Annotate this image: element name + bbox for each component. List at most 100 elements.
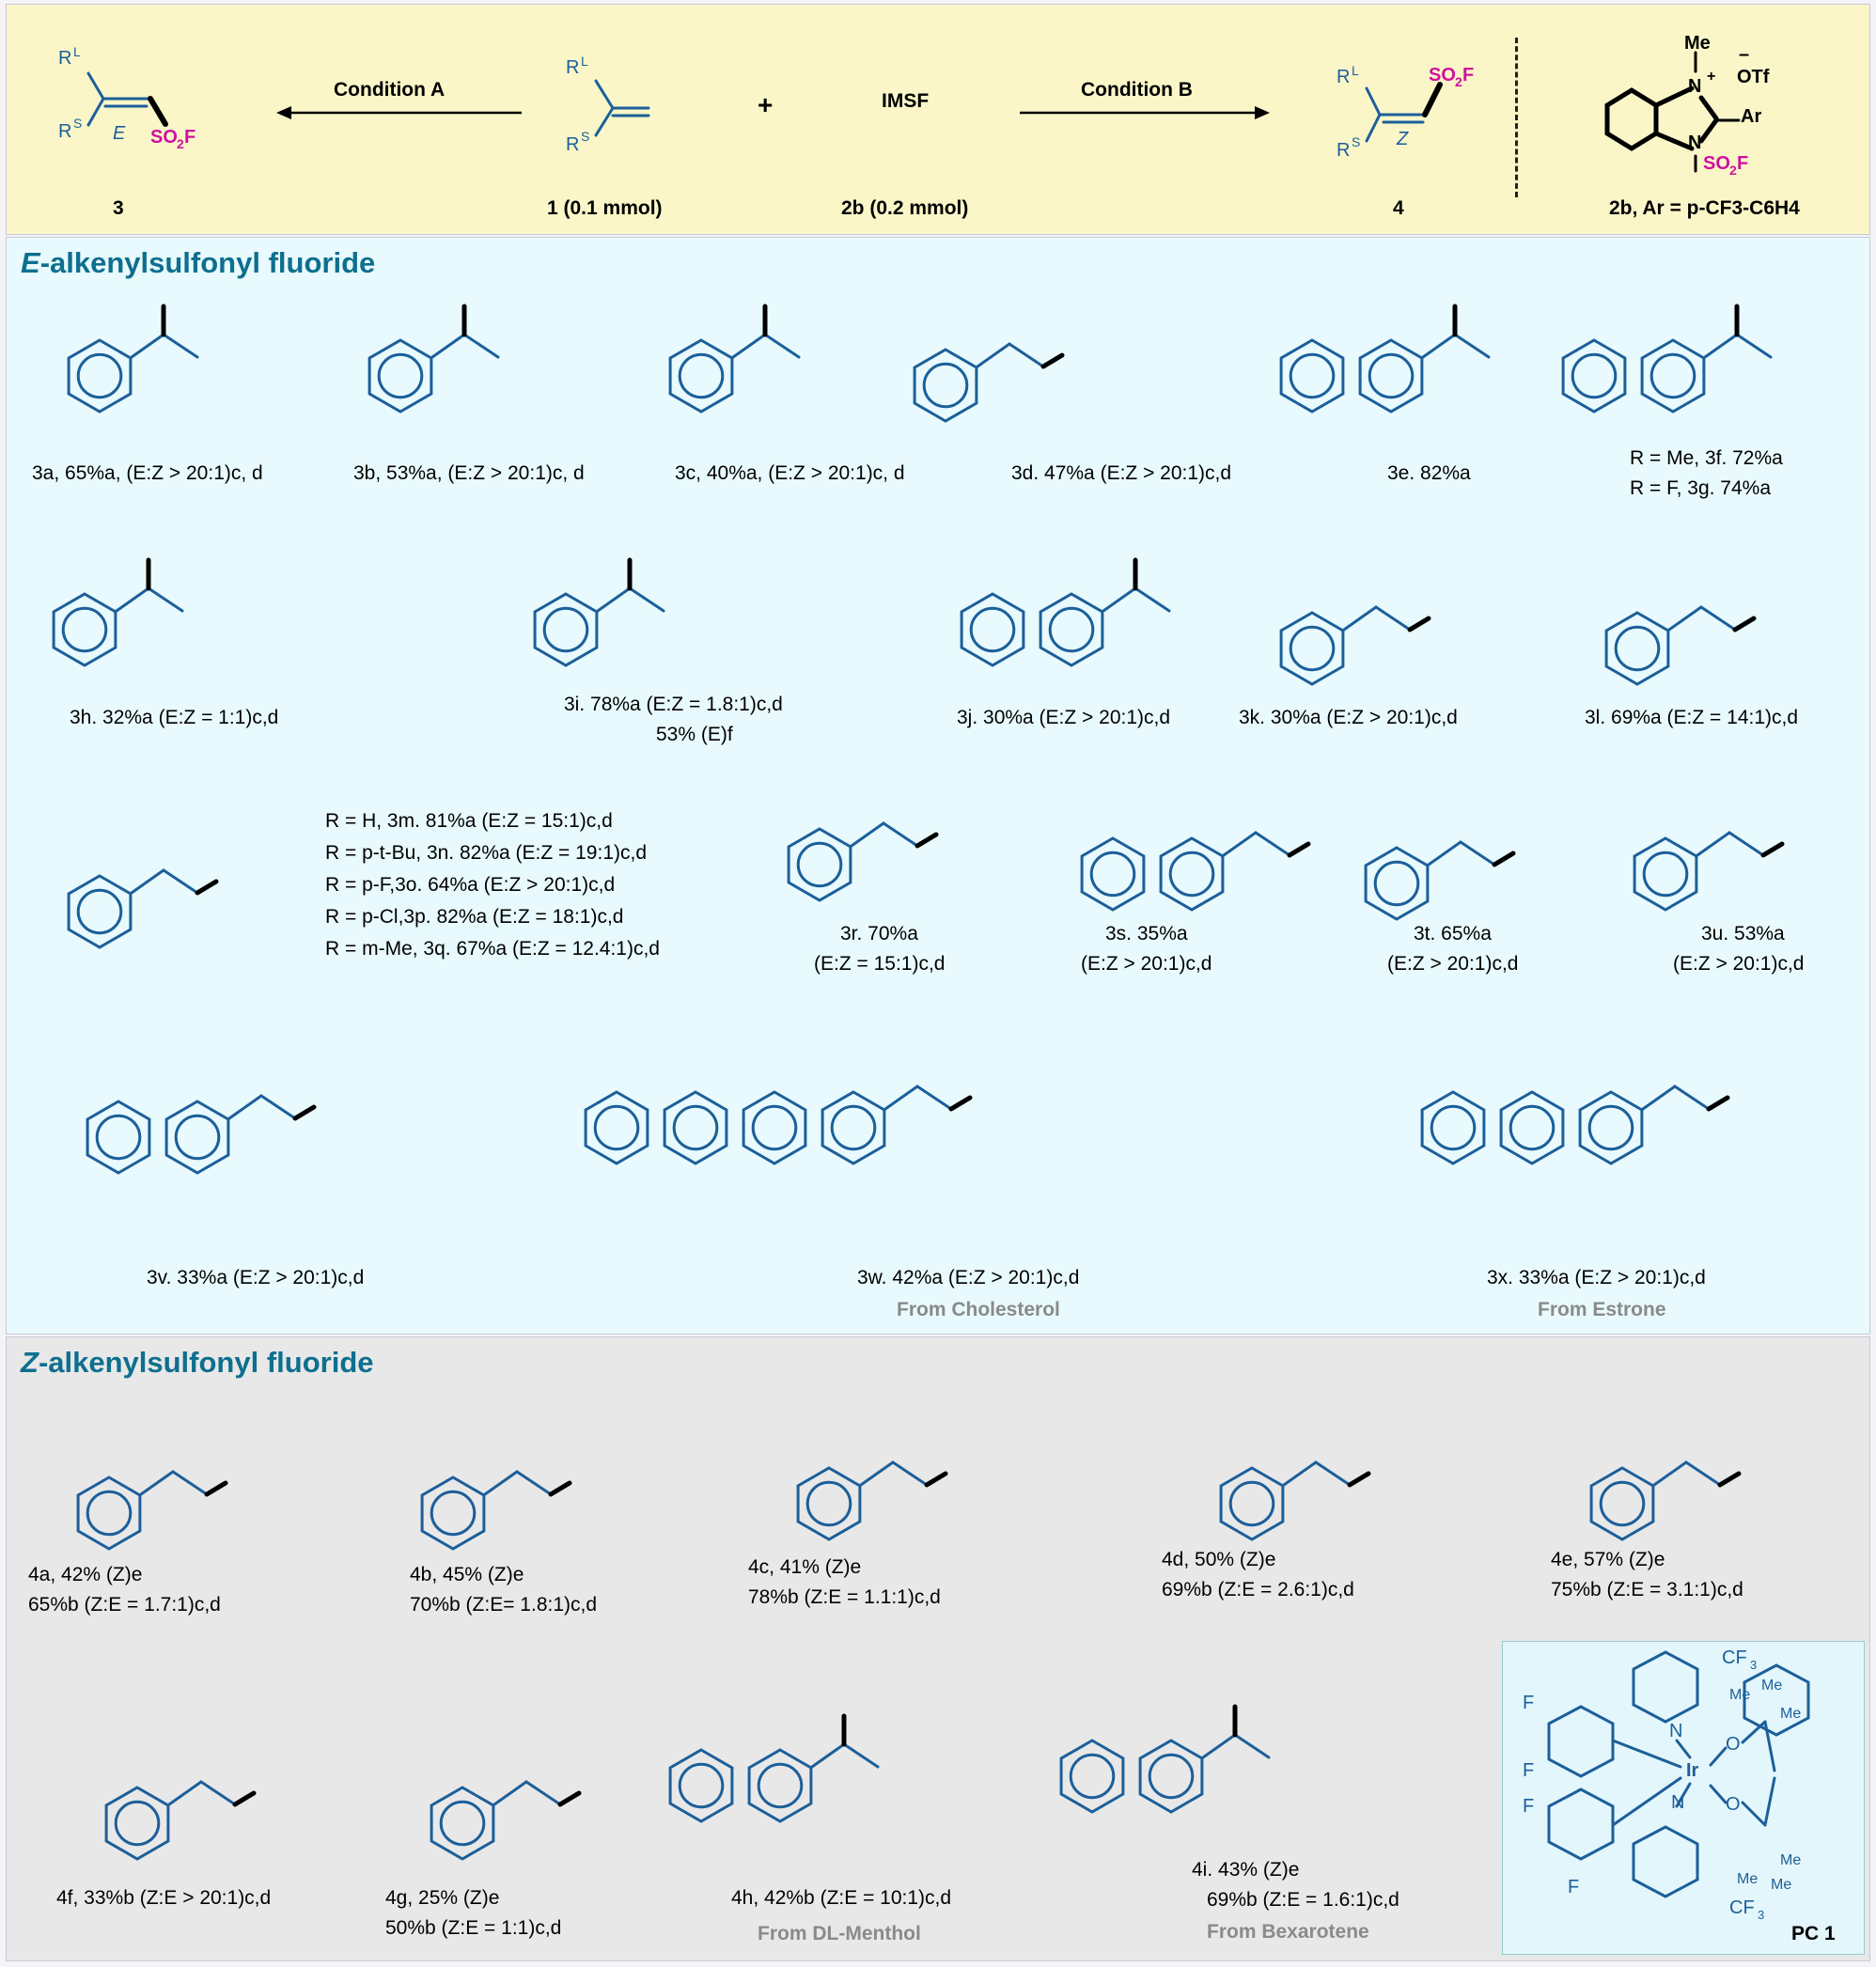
label-1: 1 (0.1 mmol) (547, 197, 663, 219)
svg-text:L: L (1352, 63, 1359, 78)
header-divider (1515, 38, 1518, 197)
label-2b-definition: 2b, Ar = p-CF3-C6H4 (1609, 197, 1800, 219)
label-4g-ratio: 50%b (Z:E = 1:1)c,d (385, 1917, 562, 1939)
label-3l: 3l. 69%a (E:Z = 14:1)c,d (1585, 707, 1799, 728)
svg-text:Me: Me (1771, 1877, 1791, 1893)
structure-3t (1364, 840, 1516, 921)
structure-3a (67, 304, 199, 414)
source-bexarotene: From Bexarotene (1207, 1921, 1369, 1943)
structure-3w (584, 1085, 973, 1165)
svg-text:2: 2 (1455, 74, 1462, 89)
structure-4b (420, 1470, 572, 1551)
svg-text:SO: SO (1429, 65, 1456, 86)
svg-text:N: N (1688, 133, 1701, 153)
e-products-panel (6, 237, 1870, 1335)
photocatalyst-label: PC 1 (1791, 1923, 1836, 1944)
structure-3s (1080, 831, 1311, 912)
label-3s: 3s. 35%a (1105, 923, 1188, 944)
label-3t-ratio: (E:Z > 20:1)c,d (1387, 953, 1519, 975)
label-4c-ratio: 78%b (Z:E = 1.1:1)c,d (748, 1586, 941, 1608)
label-2b: 2b (0.2 mmol) (841, 197, 969, 219)
structure-3c (668, 304, 801, 414)
label-3: 3 (113, 197, 124, 219)
svg-text:OTf: OTf (1737, 67, 1770, 87)
label-4h: 4h, 42%b (Z:E = 10:1)c,d (731, 1887, 952, 1909)
label-4i: 4i. 43% (Z)e (1192, 1859, 1300, 1881)
label-3a: 3a, 65%a, (E:Z > 20:1)c, d (32, 462, 263, 484)
svg-text:Ar: Ar (1741, 106, 1761, 127)
structure-3e (1279, 304, 1491, 414)
svg-text:O: O (1726, 1794, 1741, 1815)
svg-text:R: R (566, 57, 579, 78)
condition-b-arrow (1020, 106, 1270, 119)
reagent-imsf: IMSF (882, 90, 930, 112)
svg-text:SO: SO (150, 127, 178, 148)
structure-3v (86, 1094, 317, 1175)
structure-3b (367, 304, 500, 414)
svg-text:CF: CF (1729, 1897, 1755, 1918)
condition-a-arrow (276, 106, 522, 119)
svg-text:Me: Me (1684, 33, 1711, 54)
label-3d: 3d. 47%a (E:Z > 20:1)c,d (1011, 462, 1232, 484)
structure-4f (104, 1780, 257, 1861)
label-3j: 3j. 30%a (E:Z > 20:1)c,d (957, 707, 1171, 728)
z-section-title: Z-alkenylsulfonyl fluoride (21, 1346, 374, 1379)
structure-4h (668, 1713, 880, 1823)
label-3o: R = p-F,3o. 64%a (E:Z > 20:1)c,d (325, 874, 616, 896)
structure-4a (76, 1470, 228, 1551)
label-3w: 3w. 42%a (E:Z > 20:1)c,d (857, 1267, 1080, 1288)
e-section-title: E-alkenylsulfonyl fluoride (21, 246, 376, 279)
svg-text:Me: Me (1780, 1852, 1801, 1868)
svg-text:Me: Me (1780, 1706, 1801, 1722)
svg-text:N: N (1669, 1721, 1682, 1741)
structure-4e (1589, 1460, 1742, 1541)
label-3s-ratio: (E:Z > 20:1)c,d (1081, 953, 1212, 975)
label-3p: R = p-Cl,3p. 82%a (E:Z = 18:1)c,d (325, 906, 624, 928)
svg-text:R: R (566, 134, 579, 155)
label-4a-ratio: 65%b (Z:E = 1.7:1)c,d (28, 1594, 221, 1616)
structure-3j (960, 557, 1171, 667)
source-menthol: From DL-Menthol (758, 1923, 921, 1944)
label-3f: R = Me, 3f. 72%a (1630, 447, 1783, 469)
structure-3h (52, 557, 184, 667)
label-3n: R = p-t-Bu, 3n. 82%a (E:Z = 19:1)c,d (325, 842, 647, 864)
svg-text:R: R (58, 48, 71, 69)
svg-text:2: 2 (177, 136, 184, 151)
structure-3l (1604, 605, 1757, 686)
label-4d: 4d, 50% (Z)e (1162, 1549, 1276, 1570)
svg-text:N: N (1688, 76, 1701, 97)
label-3x: 3x. 33%a (E:Z > 20:1)c,d (1487, 1267, 1706, 1288)
svg-text:S: S (73, 116, 82, 131)
label-3q: R = m-Me, 3q. 67%a (E:Z = 12.4:1)c,d (325, 938, 660, 960)
svg-text:S: S (1352, 134, 1360, 149)
structure-4i (1059, 1704, 1271, 1814)
label-4b-ratio: 70%b (Z:E= 1.8:1)c,d (410, 1594, 598, 1616)
svg-text:F: F (1523, 1760, 1534, 1781)
svg-text:F: F (1462, 65, 1474, 86)
svg-text:L: L (73, 44, 81, 59)
label-3u: 3u. 53%a (1701, 923, 1785, 944)
structure-3m (67, 868, 219, 949)
structure-3i (533, 557, 665, 667)
structure-4d (1219, 1460, 1371, 1541)
svg-text:Me: Me (1729, 1687, 1750, 1703)
svg-text:F: F (1523, 1796, 1534, 1817)
label-4f: 4f, 33%b (Z:E > 20:1)c,d (56, 1887, 272, 1909)
svg-text:R: R (1337, 67, 1350, 87)
scheme-header-panel (6, 4, 1870, 235)
svg-text:Me: Me (1737, 1871, 1758, 1887)
label-3m: R = H, 3m. 81%a (E:Z = 15:1)c,d (325, 810, 613, 832)
label-4e: 4e, 57% (Z)e (1551, 1549, 1665, 1570)
svg-text:F: F (1568, 1877, 1579, 1897)
label-3u-ratio: (E:Z > 20:1)c,d (1673, 953, 1805, 975)
structure-4g (430, 1780, 582, 1861)
svg-text:F: F (1523, 1693, 1534, 1713)
source-cholesterol: From Cholesterol (897, 1299, 1060, 1320)
condition-b-label: Condition B (1081, 79, 1193, 101)
svg-text:L: L (581, 54, 588, 69)
svg-text:CF: CF (1722, 1647, 1747, 1668)
